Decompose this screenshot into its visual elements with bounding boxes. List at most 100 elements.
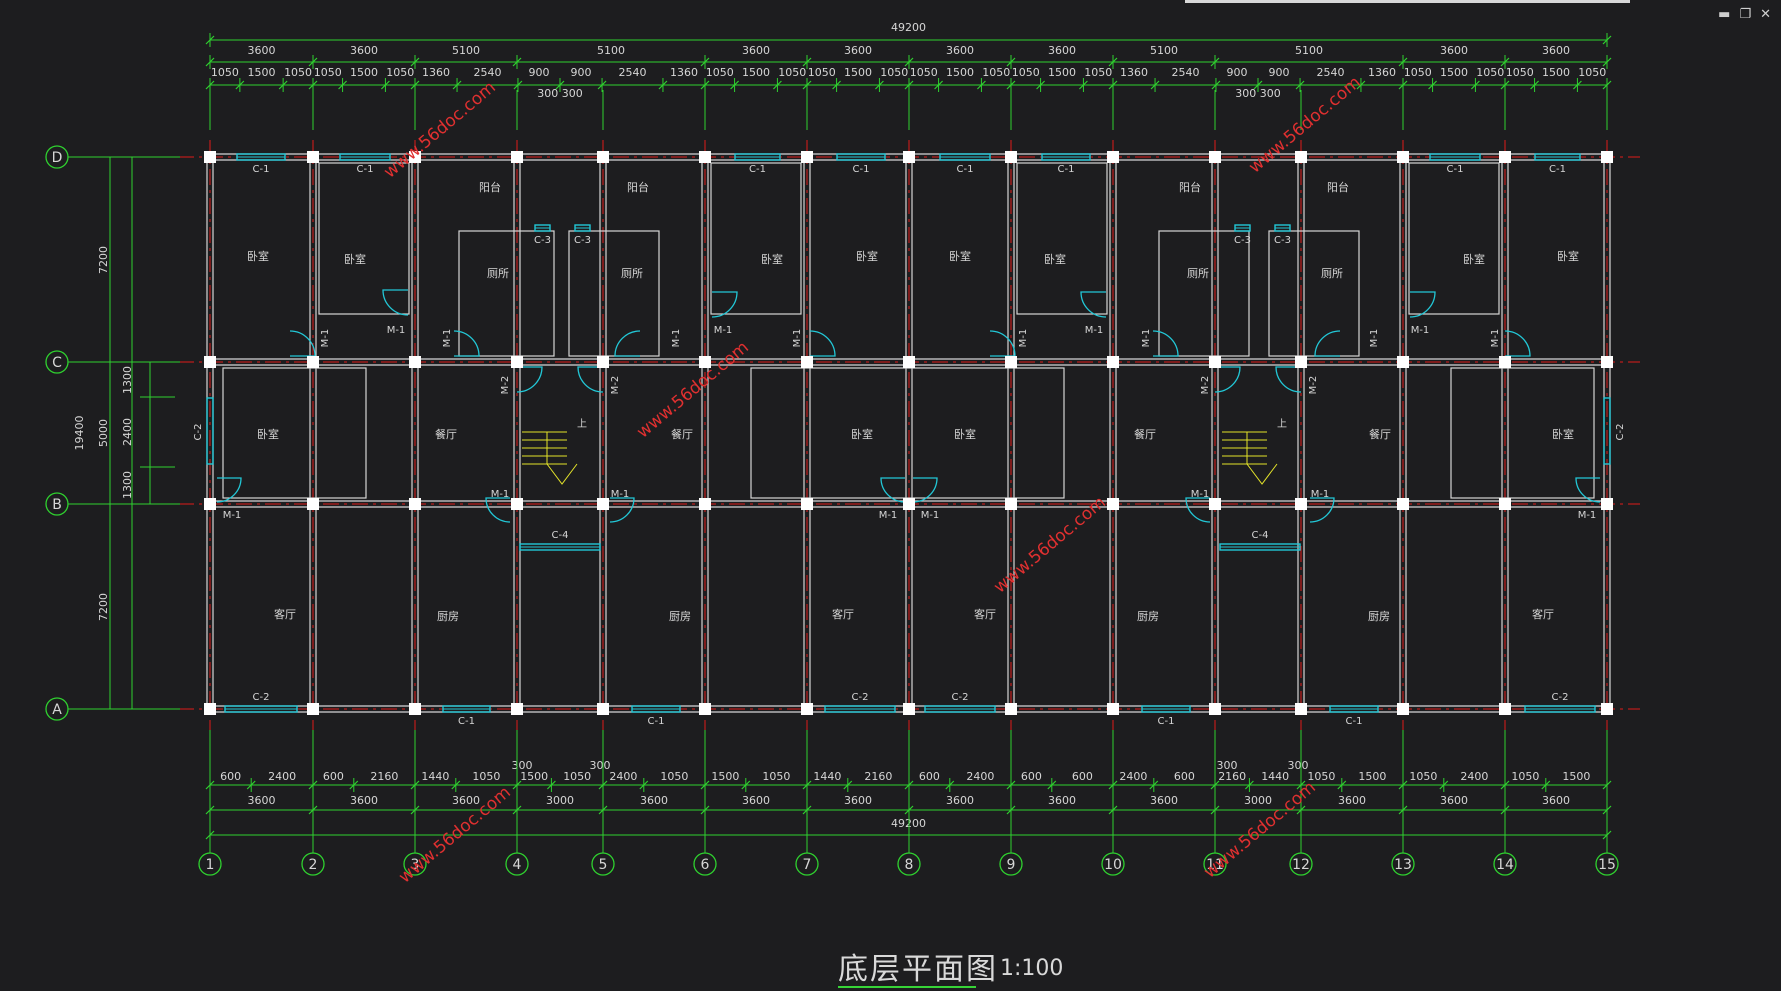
- top-details-text: 900: [528, 66, 549, 79]
- dim-tick: [1149, 780, 1159, 790]
- dim-tick: [832, 80, 842, 90]
- door-swing: [614, 330, 641, 357]
- bottom-details-text: 1050: [1409, 770, 1437, 783]
- room-label-toilet: 厕所: [487, 267, 509, 280]
- room-label-kitchen: 厨房: [437, 610, 459, 623]
- column: [511, 151, 523, 163]
- top-details-text: 1500: [248, 66, 276, 79]
- window-controls: ▬ ❐ ✕: [1718, 8, 1771, 21]
- dim-tick: [1398, 80, 1408, 90]
- bottom-bays-text: 3600: [350, 794, 378, 807]
- top-details-text: 1050: [1012, 66, 1040, 79]
- dim-tick: [843, 780, 853, 790]
- close-icon[interactable]: ✕: [1760, 7, 1771, 22]
- bottom-bays-text: 3600: [1440, 794, 1468, 807]
- window-label: C-1: [957, 164, 974, 175]
- door-swing: [382, 289, 409, 316]
- bottom-details-text: 1500: [1358, 770, 1386, 783]
- column: [1499, 703, 1511, 715]
- left-sub-text: 1300: [121, 366, 134, 394]
- window-label: C-2: [1552, 692, 1569, 703]
- column: [1209, 703, 1221, 715]
- dim-tick: [410, 57, 420, 67]
- column: [903, 151, 915, 163]
- top-details-text: 900: [571, 66, 592, 79]
- axis-label-10: 10: [1104, 857, 1122, 873]
- top-details-text: 1360: [670, 66, 698, 79]
- bottom-details-text: 2400: [1460, 770, 1488, 783]
- axis-label-1: 1: [206, 857, 215, 873]
- bottom-details-text: 1440: [1261, 770, 1289, 783]
- bottom-bays-text: 3600: [1542, 794, 1570, 807]
- window-c2-right: [1603, 397, 1611, 465]
- window-label: C-1: [1447, 164, 1464, 175]
- window-label: C-3: [534, 235, 551, 246]
- room-label-dining: 餐厅: [1369, 427, 1391, 441]
- column: [1209, 356, 1221, 368]
- window-label: C-1: [253, 164, 270, 175]
- axis-label-15: 15: [1598, 857, 1616, 873]
- column: [1005, 498, 1017, 510]
- window-label: C-1: [1058, 164, 1075, 175]
- door-label: M-1: [611, 489, 630, 500]
- restore-icon[interactable]: ❐: [1739, 7, 1752, 22]
- door-label: M-1: [320, 329, 331, 348]
- top-bays-text: 3600: [1440, 44, 1468, 57]
- axis-label-3: 3: [411, 857, 420, 873]
- door-swing: [1309, 497, 1335, 523]
- bottom-details-text: 2160: [370, 770, 398, 783]
- dim-tick: [700, 80, 710, 90]
- column: [597, 151, 609, 163]
- dim-tick: [1439, 780, 1449, 790]
- top-details-text: 1050: [910, 66, 938, 79]
- title-underline: [838, 986, 976, 988]
- room-label-balcony: 阳台: [479, 180, 501, 194]
- bottom-sub-text: 300: [512, 759, 533, 772]
- column: [307, 356, 319, 368]
- door-label: M-1: [879, 510, 898, 521]
- room-label-balcony: 阳台: [627, 180, 649, 194]
- dim-tick: [1036, 80, 1046, 90]
- bottom-details-text: 600: [919, 770, 940, 783]
- door-label: M-1: [491, 489, 510, 500]
- axis-label-A: A: [52, 702, 62, 718]
- dim-tick: [904, 80, 914, 90]
- dim-tick: [658, 80, 668, 90]
- column: [1601, 703, 1613, 715]
- top-details-text: 2540: [619, 66, 647, 79]
- axis-label-B: B: [52, 497, 62, 513]
- dim-tick: [1253, 80, 1263, 90]
- dim-tick: [205, 80, 215, 90]
- bottom-sub-text: 300: [590, 759, 611, 772]
- door-label: M-1: [1411, 325, 1430, 336]
- window-top-bar: [1185, 0, 1630, 3]
- window-label: C-2: [1615, 424, 1626, 441]
- bottom-details-text: 600: [323, 770, 344, 783]
- partition-wall: [1450, 367, 1595, 499]
- top-details-text: 1500: [1048, 66, 1076, 79]
- top-bays-text: 3600: [844, 44, 872, 57]
- top-details-text: 1050: [1084, 66, 1112, 79]
- partition-wall: [1408, 162, 1500, 315]
- window-label: C-1: [853, 164, 870, 175]
- dim-tick: [700, 57, 710, 67]
- dim-tick: [1006, 80, 1016, 90]
- minimize-icon[interactable]: ▬: [1718, 7, 1731, 22]
- column: [1397, 703, 1409, 715]
- column: [511, 498, 523, 510]
- door-swing: [1152, 330, 1179, 357]
- column: [307, 151, 319, 163]
- column: [1601, 151, 1613, 163]
- window-label: C-1: [458, 716, 475, 727]
- axis-label-2: 2: [309, 857, 318, 873]
- column: [597, 703, 609, 715]
- bottom-details-text: 1050: [1307, 770, 1335, 783]
- bottom-details-text: 2160: [1218, 770, 1246, 783]
- dim-tick: [1295, 80, 1305, 90]
- bottom-bays-text: 3000: [546, 794, 574, 807]
- column: [1499, 151, 1511, 163]
- column: [409, 498, 421, 510]
- door-swing: [1185, 497, 1211, 523]
- dim-tick: [1210, 57, 1220, 67]
- dim-tick: [451, 780, 461, 790]
